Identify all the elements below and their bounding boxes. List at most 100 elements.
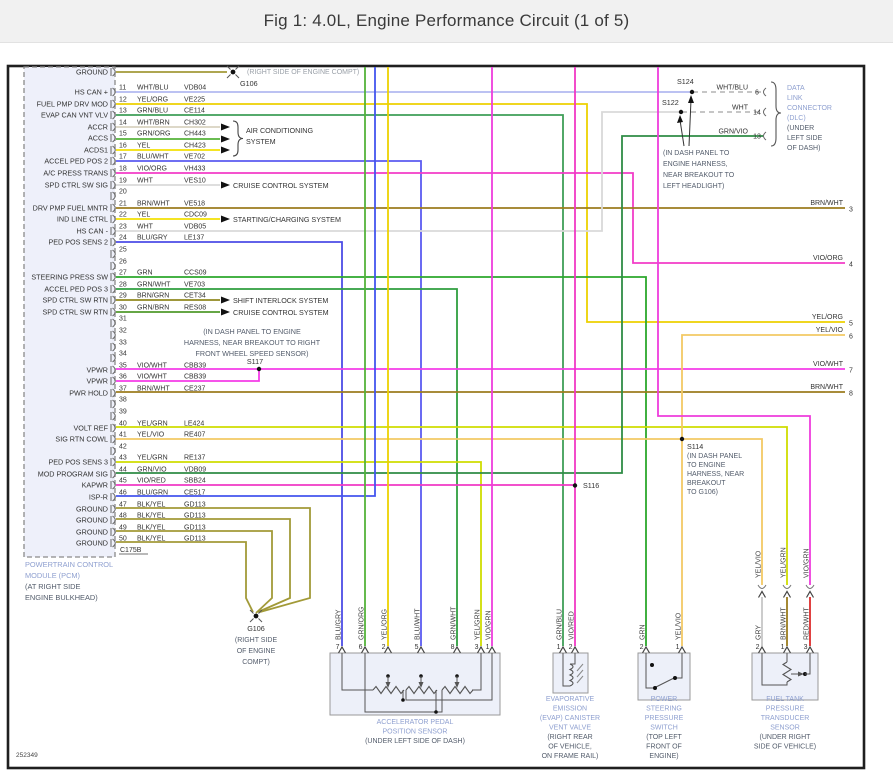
pcm-pin-symbol (110, 318, 116, 328)
pcm-pin-label: VPWR (86, 366, 108, 375)
pcm-pin-symbol (110, 67, 116, 77)
pcm-pin-symbol (110, 342, 116, 352)
pcm-pin-symbol (110, 307, 116, 317)
pcm-pin-label: ACCEL PED POS 3 (44, 285, 108, 294)
wire-GRN/VIO (116, 135, 763, 474)
pcm-pin-label: ISP-R (89, 493, 108, 502)
ground-note-bottom: (RIGHT SIDE (235, 637, 278, 644)
exit-number: 6 (849, 334, 853, 341)
potentiometer-icon (405, 685, 438, 695)
core-hatch (576, 669, 584, 678)
connector-arrow-icon (782, 590, 792, 598)
branch-arrow-icon (221, 123, 230, 131)
splice-dot (650, 663, 654, 667)
wire-BLU/GRY (116, 241, 343, 646)
pcm-pin-number: 47 (119, 501, 127, 508)
evap-valve-location: (RIGHT REAR (547, 734, 592, 741)
component-pin-number: 3 (475, 644, 479, 651)
pcm-pin-number: 12 (119, 96, 127, 103)
ftp-sensor-name: TRANSDUCER (761, 715, 810, 722)
note-headlight: NEAR BREAKOUT TO (663, 172, 735, 179)
pcm-pin-number: 22 (119, 211, 127, 218)
connector-arrow-icon (558, 645, 568, 654)
pcm-pin-symbol (110, 527, 116, 537)
ground-icon (235, 65, 240, 70)
ps-internal (645, 653, 654, 689)
component-pin-number: 6 (359, 644, 363, 651)
pcm-pin-number: 41 (119, 431, 127, 438)
system-label-air-conditioning: SYSTEM (246, 137, 276, 146)
pcm-pin-label: PWR HOLD (69, 389, 108, 398)
wire-BLK/YEL (116, 518, 291, 613)
pcm-wire-color: YEL/GRN (137, 420, 168, 427)
ground-icon (249, 609, 254, 614)
splice-dot (689, 89, 695, 95)
ground-id-g106-bottom: G106 (247, 624, 265, 633)
splice-id-s122: S122 (662, 98, 679, 107)
pcm-pin-number: 49 (119, 524, 127, 531)
wire-color-vertical: YEL/VIO (756, 550, 763, 578)
component-pin-number: 8 (451, 644, 455, 651)
pcm-pin-number: 17 (119, 153, 127, 160)
pcm-pin-number: 13 (119, 107, 127, 114)
pcm-pin-label: PED POS SENS 2 (48, 238, 108, 247)
pcm-box (23, 66, 116, 558)
pcm-pin-label: STEERING PRESS SW (31, 273, 108, 282)
pcm-pin-number: 33 (119, 339, 127, 346)
connector-arrow-icon (805, 590, 815, 598)
wire-color-vertical: YEL/GRN (475, 609, 482, 640)
pcm-pin-label: FUEL PMP DRV MOD (37, 100, 108, 109)
splice-dot (678, 109, 684, 115)
pcm-pin-number: 21 (119, 200, 127, 207)
ps-switch-name: POWER (651, 696, 677, 703)
pcm-wire-color: BRN/WHT (137, 385, 170, 392)
pcm-wire-color: YEL/ORG (137, 96, 168, 103)
pcm-circuit-id: RE137 (184, 454, 206, 461)
pointer-arrow-icon (677, 115, 683, 123)
component-pin-number: 1 (486, 644, 490, 651)
pcm-pin-symbol (110, 423, 116, 433)
pcm-pin-symbol (110, 214, 116, 224)
pcm-wire-color: VIO/WHT (137, 373, 168, 380)
ground-icon (226, 65, 231, 70)
component-pin-number: 2 (640, 644, 644, 651)
pcm-pin-number: 45 (119, 477, 127, 484)
ftp-internal (761, 653, 788, 686)
wire-VIO/GRN (657, 67, 811, 585)
connector-arrow-icon (487, 645, 497, 654)
wire-color-vertical: BLU/GRY (336, 609, 343, 640)
wire-WHT (116, 111, 680, 232)
pcm-pin-number: 32 (119, 327, 127, 334)
exit-wire-color: VIO/ORG (813, 255, 843, 262)
pcm-circuit-id: VE518 (184, 200, 205, 207)
pcm-pin-label: A/C PRESS TRANS (43, 169, 108, 178)
pcm-pin-symbol (110, 295, 116, 305)
exit-wire-color: VIO/WHT (813, 361, 844, 368)
wire-GRN/WHT (116, 288, 458, 646)
pcm-wire-color: YEL/GRN (137, 454, 168, 461)
note-s114: (IN DASH PANEL (687, 453, 742, 460)
diagram-border (6, 64, 866, 770)
pcm-pin-number: 38 (119, 396, 127, 403)
pcm-pin-symbol (110, 87, 116, 97)
wire-GRN (116, 276, 647, 646)
pcm-pin-label: PED POS SENS 3 (48, 458, 108, 467)
branch-arrow-icon (221, 181, 230, 189)
pcm-pin-label: KAPWR (82, 481, 108, 490)
pcm-circuit-id: VDB05 (184, 223, 206, 230)
pcm-location: ENGINE BULKHEAD) (25, 593, 98, 602)
app-internal (341, 653, 373, 691)
pcm-pin-label: EVAP CAN VNT VLV (41, 111, 108, 120)
note-s114: TO G106) (687, 489, 718, 496)
pcm-circuit-id: CH443 (184, 130, 206, 137)
exit-number: 4 (849, 262, 853, 269)
splice-dot (401, 698, 405, 702)
ground-note-bottom: COMPT) (242, 659, 270, 666)
wire-color-vertical: BLU/WHT (415, 608, 422, 640)
pcm-pin-label: SPD CTRL SW SIG (45, 181, 109, 190)
evap-valve-name: (EVAP) CANISTER (540, 715, 600, 722)
branch-arrow-icon (221, 308, 230, 316)
wiper-arrow-icon (454, 682, 460, 688)
system-label-cruise-control: CRUISE CONTROL SYSTEM (233, 308, 329, 317)
pcm-pin-symbol (110, 237, 116, 247)
